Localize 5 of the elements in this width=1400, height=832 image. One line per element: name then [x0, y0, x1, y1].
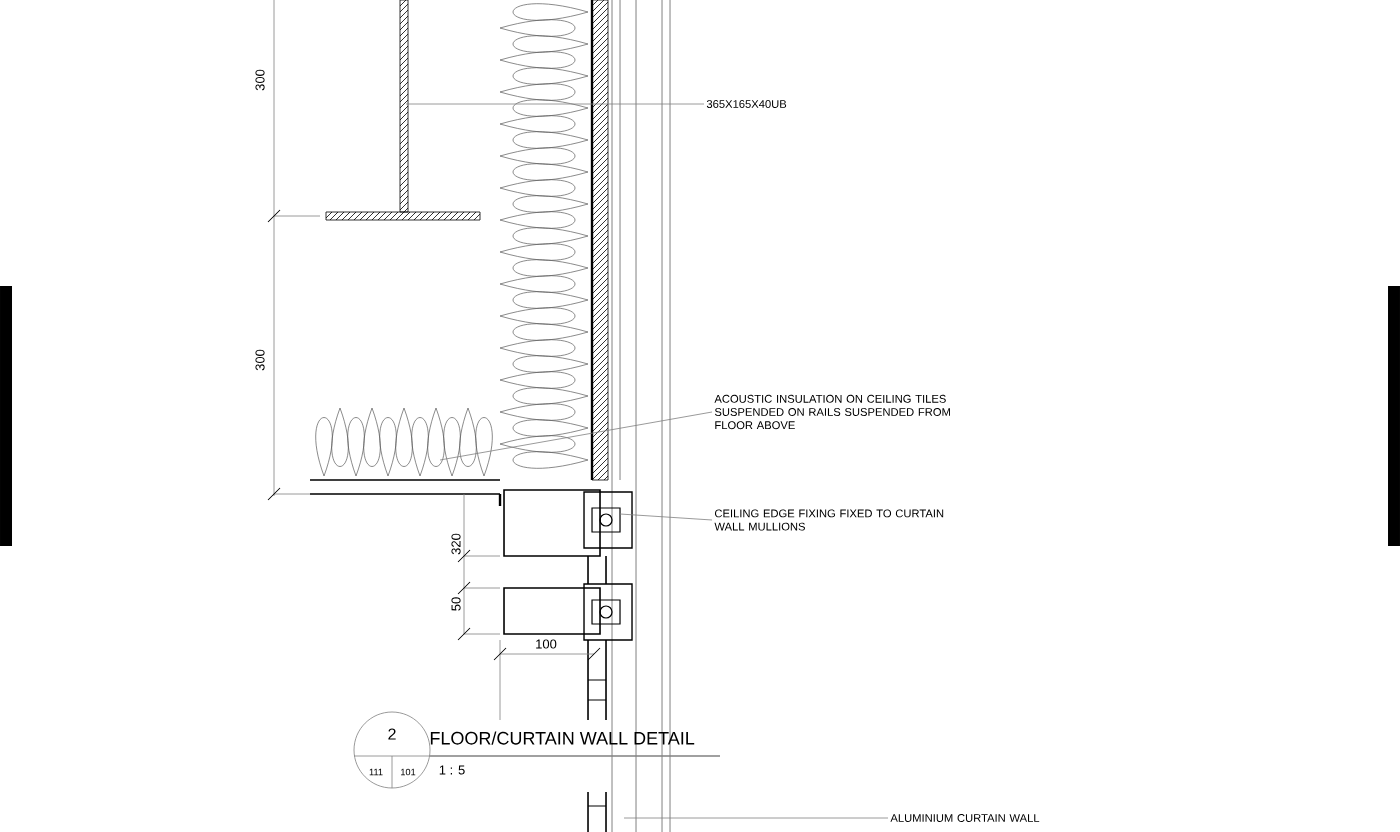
- drawing-title: FLOOR/CURTAIN WALL DETAIL: [430, 731, 695, 745]
- leader-line: [623, 817, 889, 819]
- leader-line: [439, 411, 713, 461]
- leader-line: [619, 513, 713, 521]
- leader-line: [405, 103, 705, 105]
